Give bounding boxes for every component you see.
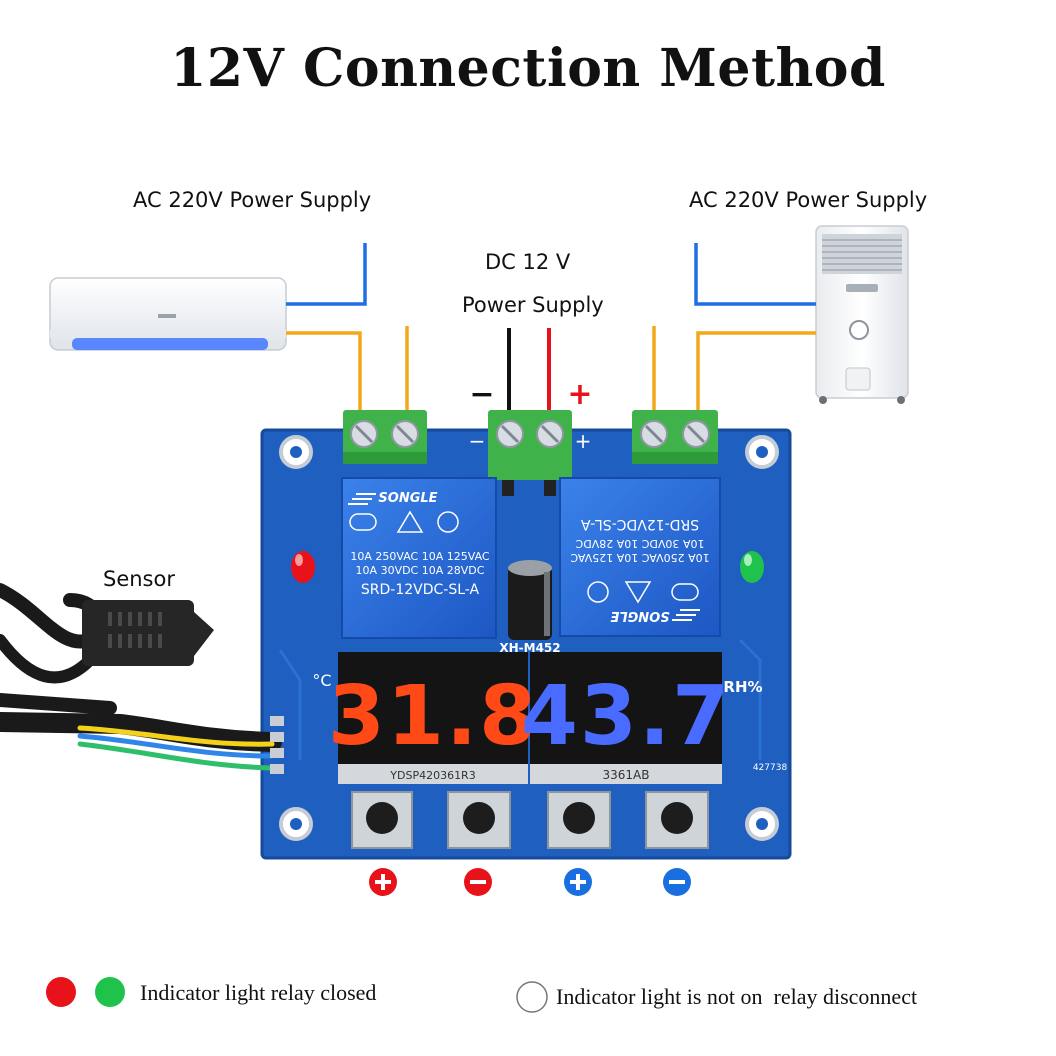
board-model: XH-M452 xyxy=(499,641,560,655)
left-terminal-block xyxy=(343,410,427,464)
minus-icon-red xyxy=(464,868,492,896)
capacitor xyxy=(508,560,552,640)
dc-label-line2: Power Supply xyxy=(462,293,604,317)
svg-text:SRD-12VDC-SL-A: SRD-12VDC-SL-A xyxy=(580,516,699,532)
terminal-minus-mark: − xyxy=(469,429,486,453)
svg-text:SONGLE: SONGLE xyxy=(610,608,669,623)
ac-right-label: AC 220V Power Supply xyxy=(689,188,928,212)
green-led xyxy=(740,551,764,583)
svg-text:10A 250VAC 10A 125VAC: 10A 250VAC 10A 125VAC xyxy=(570,551,710,564)
right-display-code: 3361AB xyxy=(603,768,650,782)
humidity-display-label-strip xyxy=(530,764,722,784)
dc-terminal-block xyxy=(488,410,572,496)
tactile-button-1[interactable] xyxy=(351,791,413,849)
tactile-button-3[interactable] xyxy=(547,791,611,849)
sensor-cable xyxy=(0,693,282,771)
tactile-button-2[interactable] xyxy=(447,791,511,849)
svg-text:10A 30VDC 10A 28VDC: 10A 30VDC 10A 28VDC xyxy=(356,564,485,577)
right-ac-wires xyxy=(652,243,816,410)
svg-text:10A 30VDC 10A 28VDC: 10A 30VDC 10A 28VDC xyxy=(575,537,704,550)
temperature-unit: °C xyxy=(312,671,331,690)
humidity-readout: 43.7 xyxy=(521,669,731,764)
air-conditioner xyxy=(49,277,287,351)
humidity-display-housing xyxy=(530,652,722,764)
ac-left-label: AC 220V Power Supply xyxy=(133,188,372,212)
board-code: 427738 xyxy=(753,763,788,773)
svg-text:10A 250VAC 10A 125VAC: 10A 250VAC 10A 125VAC xyxy=(350,550,490,563)
legend-on-text: Indicator light relay closed xyxy=(140,980,377,1005)
tactile-button-4[interactable] xyxy=(645,791,709,849)
svg-text:SRD-12VDC-SL-A: SRD-12VDC-SL-A xyxy=(361,582,480,598)
red-led xyxy=(291,551,315,583)
terminal-plus-mark: + xyxy=(575,429,592,453)
dc-label-line1: DC 12 V xyxy=(485,250,571,274)
temperature-display-housing xyxy=(338,652,528,764)
sensor-label: Sensor xyxy=(103,567,175,591)
left-ac-wires xyxy=(286,243,409,410)
minus-icon-blue xyxy=(663,868,691,896)
air-cooler xyxy=(815,225,909,404)
humidity-unit: RH% xyxy=(723,678,762,696)
legend-red-dot xyxy=(46,977,76,1007)
plus-icon-red xyxy=(369,868,397,896)
left-display-code: YDSP420361R3 xyxy=(389,769,475,782)
temperature-display-label-strip xyxy=(338,764,528,784)
right-relay: SONGLE 10A 250VAC 10A 125VAC 10A 30VDC 1… xyxy=(559,477,721,637)
page-title: 12V Connection Method xyxy=(170,38,886,99)
legend-off-dot xyxy=(516,981,548,1013)
svg-text:SONGLE: SONGLE xyxy=(378,491,437,506)
dc-minus-sign: − xyxy=(469,377,494,412)
legend-off-text: Indicator light is not on relay disconne… xyxy=(556,984,918,1009)
mounting-holes xyxy=(279,435,779,841)
legend-green-dot xyxy=(95,977,125,1007)
plus-icon-blue xyxy=(564,868,592,896)
sensor xyxy=(0,583,214,684)
right-terminal-block xyxy=(632,410,718,464)
sensor-connector-pins xyxy=(270,716,284,774)
temperature-readout: 31.8 xyxy=(328,669,538,764)
left-relay: SONGLE 10A 250VAC 10A 125VAC 10A 30VDC 1… xyxy=(341,477,497,639)
dc-plus-sign: + xyxy=(567,377,592,412)
